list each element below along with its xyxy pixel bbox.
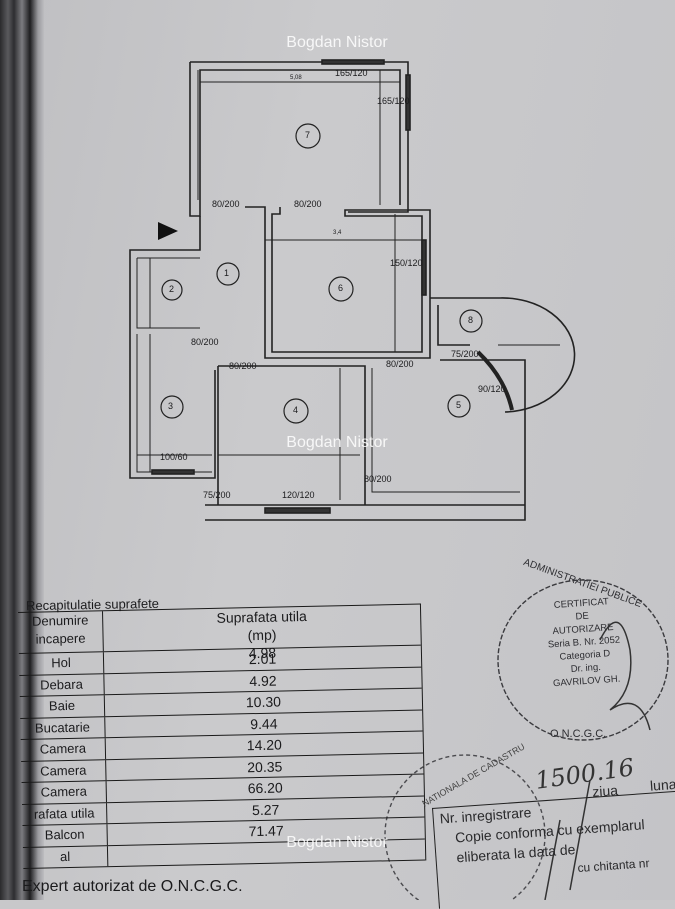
opening-label: 80/200 [294, 199, 322, 209]
entrance-arrow-icon [158, 222, 178, 240]
registration-day: ziua [591, 782, 619, 800]
wall-rooms-4-5 [205, 359, 526, 521]
cell-label: Debara [19, 673, 105, 696]
registration-line: eliberata la data de [455, 841, 576, 866]
wall-room-6 [245, 206, 431, 359]
opening-label: 80/200 [229, 361, 257, 371]
registration-box: Nr. inregistrare ziua luna Copie conform… [432, 776, 675, 909]
opening-label: 165/120 [377, 96, 410, 106]
opening-label: 80/200 [212, 199, 240, 209]
room-label-8: 8 [468, 315, 474, 325]
room-label-5: 5 [456, 400, 462, 410]
window-room-7-right [405, 74, 411, 131]
opening-label: 100/60 [160, 452, 188, 462]
cell-label: Baie [19, 695, 106, 718]
dimension-label: 3,4 [333, 230, 342, 236]
opening-label: 75/200 [451, 349, 479, 359]
room-label-1: 1 [224, 268, 230, 278]
opening-label: 75/200 [203, 490, 231, 500]
registration-line: Nr. inregistrare [439, 804, 532, 827]
binding-fold [0, 0, 44, 900]
room-label-6: 6 [338, 283, 344, 293]
watermark: Bogdan Nistor [286, 434, 388, 451]
room-label-3: 3 [168, 401, 174, 411]
window-room-4 [264, 507, 331, 514]
registration-month: luna [649, 775, 675, 794]
watermark: Bogdan Nistor [286, 834, 388, 851]
cell-label: Camera [21, 759, 107, 782]
room-label-4: 4 [293, 405, 299, 415]
cell-label: Balcon [22, 824, 108, 847]
cell-label: Camera [21, 781, 107, 804]
opening-label: 80/200 [364, 474, 392, 484]
opening-label: 90/120 [478, 384, 506, 394]
cell-label: Camera [20, 738, 107, 761]
cell-label: al [22, 845, 109, 868]
opening-label: 150/120 [390, 258, 423, 268]
wall-room-7 [189, 61, 409, 217]
footer-text: Expert autorizat de O.N.C.G.C. [22, 878, 243, 895]
cell-label: Hol [18, 652, 105, 675]
cell-label: rafata utila [22, 802, 108, 825]
opening-label: 165/120 [335, 68, 368, 78]
window-room-6 [421, 239, 427, 296]
room-label-7: 7 [305, 130, 311, 140]
registration-line: cu chitanta nr [577, 855, 650, 875]
opening-label: 80/200 [386, 359, 414, 369]
opening-label: 120/120 [282, 490, 315, 500]
wall-balcony-8 [430, 297, 576, 413]
stamp-ring-text: O.N.C.G.C. [550, 728, 607, 740]
watermark: Bogdan Nistor [286, 34, 388, 51]
opening-label: 80/200 [191, 337, 219, 347]
header-label: incapere [35, 630, 86, 647]
window-room-3 [151, 469, 195, 475]
certificate-stamp-text: CERTIFICAT DE AUTORIZARE Seria B. Nr. 20… [537, 594, 631, 691]
cell-label: Bucatarie [20, 716, 106, 739]
signature [544, 621, 651, 900]
certificate-stamp [497, 579, 669, 741]
room-label-2: 2 [169, 284, 175, 294]
header-label: Denumire [31, 612, 89, 629]
window-room-7-top [321, 59, 385, 65]
dimension-label: 5,08 [290, 75, 302, 81]
wall-left [129, 216, 216, 479]
agency-stamp [384, 754, 546, 900]
